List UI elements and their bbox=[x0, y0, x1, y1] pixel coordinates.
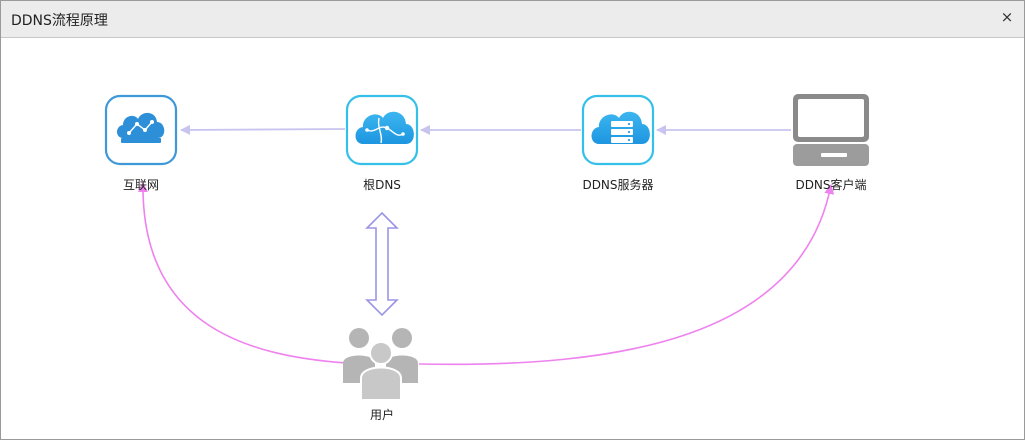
node-label-internet: 互联网 bbox=[122, 178, 159, 192]
users-icon bbox=[343, 328, 418, 401]
node-label-ddns-server: DDNS服务器 bbox=[582, 178, 654, 192]
edge-root-dns-to-internet bbox=[180, 124, 346, 135]
node-label-ddns-client: DDNS客户端 bbox=[795, 178, 867, 192]
cloud-network-icon bbox=[117, 112, 165, 143]
cloud-server-icon bbox=[591, 111, 650, 144]
node-ddns-server[interactable] bbox=[581, 94, 655, 166]
node-users[interactable] bbox=[343, 328, 418, 401]
title-bar: DDNS流程原理 × bbox=[1, 1, 1024, 38]
window-title: DDNS流程原理 bbox=[11, 13, 108, 29]
node-root-dns[interactable] bbox=[345, 94, 419, 166]
cloud-globe-icon bbox=[355, 111, 414, 144]
node-label-root-dns: 根DNS bbox=[363, 178, 401, 192]
edge-root-dns-users-bidirectional bbox=[365, 211, 399, 317]
computer-icon bbox=[793, 94, 869, 166]
edge-users-to-internet bbox=[137, 182, 347, 364]
close-icon[interactable]: × bbox=[1000, 8, 1014, 26]
node-ddns-client[interactable] bbox=[793, 94, 869, 166]
node-internet[interactable] bbox=[104, 94, 178, 166]
node-label-users: 用户 bbox=[369, 408, 394, 422]
diagram-svg bbox=[104, 94, 869, 401]
diagram-canvas: 互联网 根DNS DDNS服务器 DDNS客户端 用户 bbox=[1, 38, 1024, 439]
edge-users-to-ddns-client bbox=[418, 184, 835, 366]
